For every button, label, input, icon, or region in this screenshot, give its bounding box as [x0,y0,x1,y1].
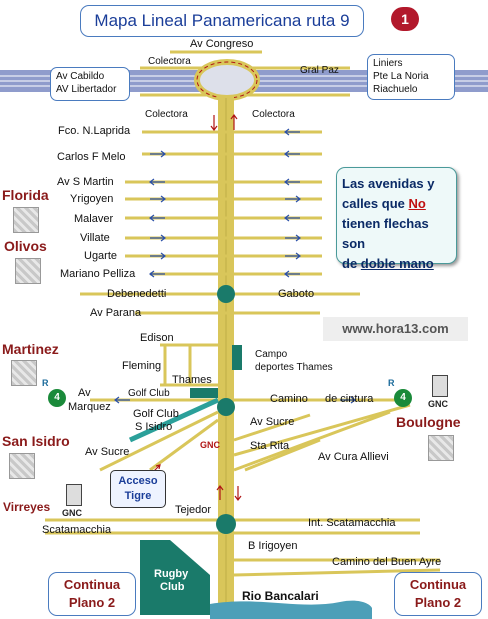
box-label: AV Libertador [56,84,117,95]
city-label: Boulogne [396,414,461,430]
note-text: de [342,256,361,271]
gnc-label: GNC [62,508,82,518]
city-photo [15,258,41,284]
street-label: Debenedetti [107,288,167,300]
city-photo [13,207,39,233]
street-label: Marquez [68,401,111,413]
city-photo [9,453,35,479]
city-label: San Isidro [2,433,70,449]
acceso-tigre-box: Acceso Tigre [110,470,166,508]
website-link[interactable]: www.hora13.com [323,317,468,341]
street-label: Camino [270,393,308,405]
continua-plano-left[interactable]: Continua Plano 2 [48,572,136,616]
street-label: S Isidro [135,421,173,433]
street-label: Campo [255,349,288,360]
street-label: Villate [80,232,110,244]
street-label: Av Cura Allievi [318,451,389,463]
street-label: deportes Thames [255,362,333,373]
street-label: Av Parana [90,307,142,319]
city-label: Virreyes [3,500,51,514]
city-photo [428,435,454,461]
note-line: tienen flechas son [342,216,429,251]
gnc-label: GNC [428,399,448,409]
street-label: Fco. N.Laprida [58,125,131,137]
continua-label: Plano 2 [68,595,116,610]
map-title: Mapa Lineal Panamericana ruta 9 [80,5,364,37]
gnc-label: GNC [200,440,220,450]
street-label: B Irigoyen [248,540,298,552]
street-label: Av Sucre [85,446,130,458]
street-label: Yrigoyen [70,193,114,205]
street-label: Carlos F Melo [57,151,126,163]
route-4-badge: 4 [394,389,412,407]
acceso-label: Acceso [118,475,158,487]
note-line: calles que No [342,194,451,214]
note-line: de doble mano [342,254,451,274]
gas-pump-icon [432,375,448,397]
city-label: Olivos [4,238,47,254]
rugby-club-area [140,540,210,615]
street-label: Sta Rita [250,440,290,452]
street-label: Gaboto [278,288,315,300]
street-label: Camino del Buen Ayre [332,556,442,568]
rio-bancalari [210,600,372,619]
note-text: calles que [342,196,409,211]
continua-plano-right[interactable]: Continua Plano 2 [394,572,482,616]
street-label: Colectora [145,109,188,120]
city-label: Florida [2,187,49,203]
direction-arrows [114,128,356,404]
street-label: Ugarte [84,250,118,262]
street-label: Av S Martin [57,176,114,188]
left-exit-box: Av Cabildo AV Libertador [50,67,130,101]
acceso-label: Tigre [124,490,152,502]
street-label: Av Sucre [250,416,295,428]
street-label: Golf Club [133,408,179,420]
map-number-badge: 1 [391,7,419,31]
street-label: Malaver [74,213,114,225]
street-label: Tejedor [175,504,212,516]
street-label: Golf Club [128,388,170,399]
note-no: No [408,196,426,211]
note-line: Las avenidas y [342,176,435,191]
city-label: Martinez [2,341,59,357]
street-label: Fleming [122,360,162,372]
note-box: Las avenidas y calles que No tienen flec… [336,167,457,271]
continua-label: Plano 2 [414,595,462,610]
street-label: Gral Paz [300,65,339,76]
river-label: Rio Bancalari [242,589,319,603]
street-label: Av [78,387,91,399]
street-label: Mariano Pelliza [60,268,136,280]
box-label: Liniers [373,58,403,69]
box-label: Pte La Noria [373,71,429,82]
street-label: Thames [172,374,212,386]
right-exit-box: Liniers Pte La Noria Riachuelo [367,54,455,100]
continua-label: Continua [63,577,121,592]
route-r-label: R [388,378,395,388]
city-photo [11,360,37,386]
rugby-label: Rugby [154,568,189,580]
street-label: Scatamacchia [42,524,112,536]
street-label: Colectora [148,56,191,67]
route-4-badge: 4 [48,389,66,407]
continua-label: Continua [409,577,467,592]
street-label: de cintura [325,393,374,405]
rugby-label: Club [160,581,185,593]
gas-pump-icon [66,484,82,506]
street-label: Av Congreso [190,38,254,50]
street-label: Edison [140,332,174,344]
route-r-label: R [42,378,49,388]
street-label: Int. Scatamacchia [308,517,396,529]
box-label: Av Cabildo [56,71,105,82]
note-doble-mano: doble mano [360,256,434,271]
street-label: Colectora [252,109,295,120]
box-label: Riachuelo [373,84,418,95]
